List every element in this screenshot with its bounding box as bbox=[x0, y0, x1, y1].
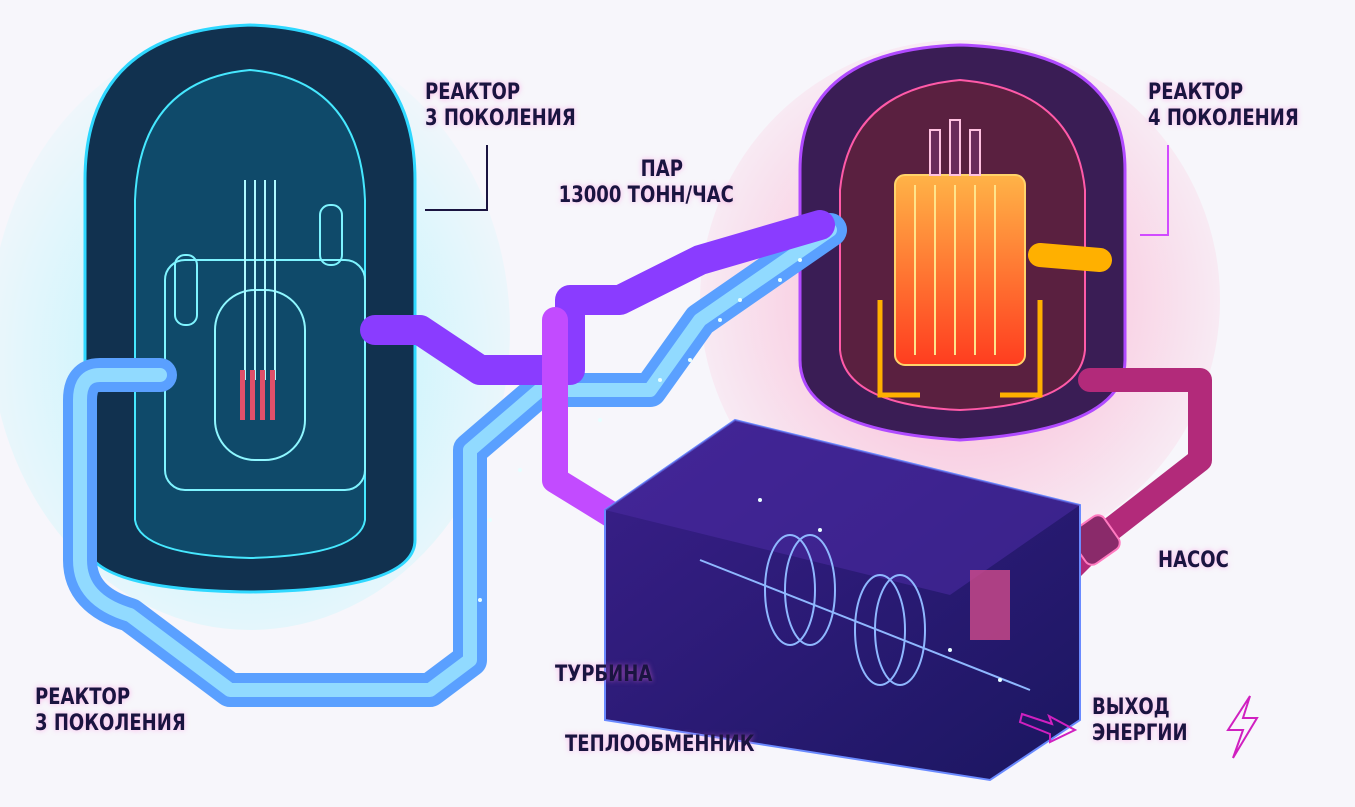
label-line: ПАР bbox=[640, 157, 683, 182]
label-reactor-gen3-bottom: РЕАКТОР 3 ПОКОЛЕНИЯ bbox=[35, 685, 186, 737]
arrow-icon bbox=[1018, 712, 1078, 744]
label-turbine: ТУРБИНА bbox=[555, 662, 653, 687]
steam-particles bbox=[478, 258, 1002, 682]
label-line: 3 ПОКОЛЕНИЯ bbox=[425, 106, 576, 131]
callout-line-gen3 bbox=[425, 145, 488, 211]
label-line: 4 ПОКОЛЕНИЯ bbox=[1148, 106, 1299, 131]
label-line: 3 ПОКОЛЕНИЯ bbox=[35, 711, 186, 736]
label-energy-output: ВЫХОД ЭНЕРГИИ bbox=[1092, 695, 1188, 747]
label-line: РЕАКТОР bbox=[35, 685, 131, 710]
reactor-gen4 bbox=[798, 43, 1127, 442]
turbine-heat-exchanger bbox=[604, 418, 1081, 782]
reactor-gen3 bbox=[83, 23, 417, 594]
lightning-icon bbox=[1226, 695, 1259, 759]
label-line: РЕАКТОР bbox=[1148, 80, 1244, 105]
callout-line-gen4 bbox=[1140, 145, 1169, 236]
label-line: РЕАКТОР bbox=[425, 80, 521, 105]
label-line: 13000 ТОНН/ЧАС bbox=[558, 183, 734, 208]
label-pump: НАСОС bbox=[1158, 548, 1229, 573]
label-line: ЭНЕРГИИ bbox=[1092, 721, 1188, 746]
label-line: ВЫХОД bbox=[1092, 695, 1170, 720]
label-steam: ПАР 13000 ТОНН/ЧАС bbox=[559, 157, 734, 209]
label-reactor-gen4: РЕАКТОР 4 ПОКОЛЕНИЯ bbox=[1148, 80, 1299, 132]
label-heat-exchanger: ТЕПЛООБМЕННИК bbox=[565, 732, 755, 757]
label-reactor-gen3-top: РЕАКТОР 3 ПОКОЛЕНИЯ bbox=[425, 80, 576, 132]
